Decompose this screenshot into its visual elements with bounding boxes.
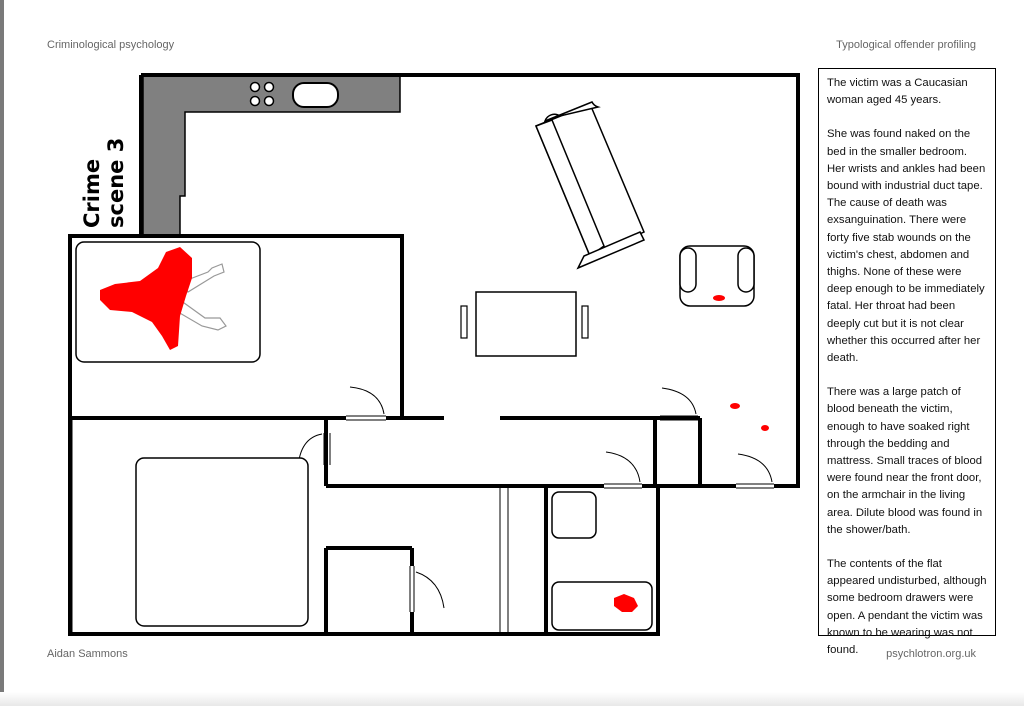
sink-icon <box>292 82 339 108</box>
armchair <box>679 245 755 307</box>
description-paragraph: She was found naked on the bed in the sm… <box>827 128 986 365</box>
description-paragraph: There was a large patch of blood beneath… <box>827 386 983 536</box>
bathroom-basin <box>551 491 597 539</box>
blood-stain-bed <box>100 247 192 350</box>
blood-drop-1 <box>730 403 740 409</box>
case-description: The victim was a Caucasian woman aged 45… <box>818 68 996 656</box>
dining-table <box>475 291 577 357</box>
footer-author: Aidan Sammons <box>47 648 128 660</box>
header-course-title: Criminological psychology <box>47 39 175 51</box>
crime-scene-label: Crime scene 3 <box>80 138 128 228</box>
door-arcs <box>297 386 773 609</box>
crime-scene-label-line1: Crime <box>80 158 104 228</box>
dining-chair-left <box>460 305 468 339</box>
page-edge <box>0 0 4 706</box>
blood-stain-armchair <box>713 295 725 301</box>
footer-website: psychlotron.org.uk <box>886 648 976 660</box>
header-topic-title: Typological offender profiling <box>836 39 976 51</box>
hob-icon <box>249 81 275 107</box>
blood-drop-2 <box>761 425 769 431</box>
page-bottom-edge <box>0 692 1024 706</box>
description-paragraph: The victim was a Caucasian woman aged 45… <box>827 77 968 107</box>
sofa <box>535 101 646 270</box>
walls <box>68 73 800 636</box>
crime-scene-label-line2: scene 3 <box>104 137 128 228</box>
victim-outline <box>177 263 227 331</box>
blood-stain-bath <box>614 594 638 612</box>
description-paragraph: The contents of the flat appeared undist… <box>827 558 987 657</box>
double-bed <box>135 457 309 627</box>
bath <box>551 581 653 631</box>
dining-chair-right <box>581 305 589 339</box>
